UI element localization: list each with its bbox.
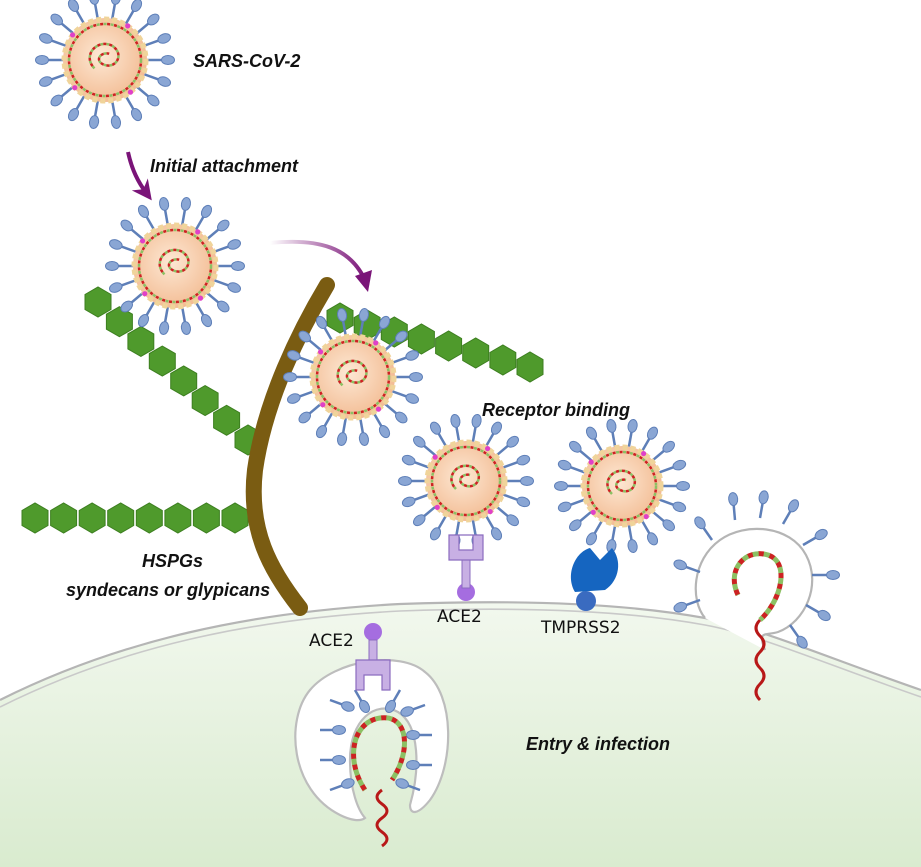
hspg-sublabel: syndecans or glypicans: [66, 580, 270, 600]
entry-label: Entry & infection: [526, 734, 670, 754]
glycan-hexagon: [462, 337, 490, 369]
glycan-chain-bottom: [21, 502, 249, 534]
ace2-surface-label: ACE2: [437, 607, 482, 627]
glycan-hexagon: [164, 502, 192, 534]
glycan-hexagon: [221, 502, 249, 534]
glycan-hexagon: [516, 351, 544, 383]
endosome-rna: [351, 715, 407, 792]
budding-spikes: [673, 490, 840, 649]
virus-label: SARS-CoV-2: [193, 51, 300, 71]
endosome-spikes: [320, 689, 432, 792]
glycan-hexagon: [50, 502, 78, 534]
budding-vesicle: [673, 490, 840, 702]
transfer-arrow: [269, 239, 367, 281]
ace2-surface-receptor: [448, 534, 484, 601]
endosome-rna-green: [351, 715, 407, 792]
glycan-chains: [21, 286, 544, 534]
cell-membrane-outer: [0, 601, 921, 701]
hspg-core-protein: [245, 277, 335, 616]
attachment-label: Initial attachment: [150, 156, 299, 176]
glycan-hexagon: [21, 502, 49, 534]
glycan-hexagon: [489, 344, 517, 376]
hspg-label: HSPGs: [142, 551, 203, 571]
glycan-hexagon: [170, 365, 198, 397]
virus-particles: [35, 0, 690, 554]
virus-ace2-bound: [398, 413, 534, 549]
glycan-hexagon: [135, 502, 163, 534]
glycan-hexagon: [213, 404, 241, 436]
glycan-chain-diagonal: [84, 286, 262, 456]
tmprss2-protease: [570, 548, 619, 611]
virus-top: [35, 0, 175, 129]
glycan-hexagon: [127, 325, 155, 357]
tmprss2-label: TMPRSS2: [540, 618, 621, 638]
glycan-hexagon: [107, 502, 135, 534]
transfer-arrow-head: [355, 270, 372, 292]
ace2-endosome-receptor: [355, 623, 391, 691]
glycan-hexagon: [435, 330, 463, 362]
glycan-hexagon: [78, 502, 106, 534]
glycan-hexagon: [105, 306, 133, 338]
glycan-hexagon: [407, 323, 435, 355]
glycan-hexagon: [148, 345, 176, 377]
glycan-hexagon: [191, 385, 219, 417]
cell-cytoplasm: [0, 602, 921, 867]
endosome: [294, 659, 450, 848]
glycan-hexagon: [192, 502, 220, 534]
cell: [0, 601, 921, 867]
cell-membrane-inner: [0, 608, 921, 708]
attachment-arrow: [126, 151, 152, 201]
virus-on-hspg: [283, 308, 423, 446]
virus-tmprss2-bound: [554, 418, 690, 554]
endosome-rna-tail: [375, 788, 389, 848]
ace2-endosome-label: ACE2: [309, 631, 354, 651]
budding-rna-green: [731, 551, 784, 622]
virus-attaching: [105, 197, 245, 335]
budding-membrane: [694, 527, 814, 651]
receptor-binding-label: Receptor binding: [482, 400, 630, 420]
glycan-hexagon: [84, 286, 112, 318]
budding-rna-tail: [754, 618, 766, 702]
